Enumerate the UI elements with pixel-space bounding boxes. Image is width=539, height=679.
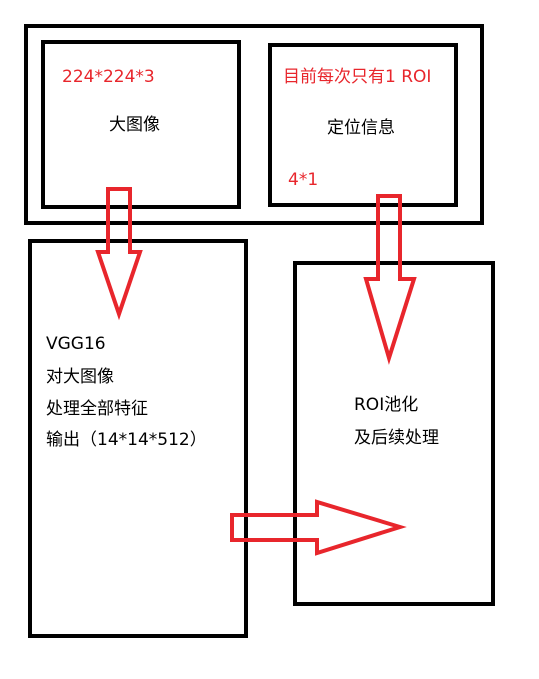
roi-pooling-line-1: ROI池化 (354, 395, 419, 415)
image-size-label: 224*224*3 (62, 67, 155, 87)
vgg16-box (28, 239, 248, 638)
roi-title: 定位信息 (327, 118, 395, 138)
image-to-vgg-arrow (95, 187, 143, 321)
image-input-box (41, 40, 241, 209)
vgg16-line-2: 对大图像 (46, 367, 114, 387)
roi-info-box (268, 43, 458, 207)
vgg16-line-3: 处理全部特征 (46, 399, 148, 419)
input-group-box (24, 24, 484, 225)
vgg16-line-4: 输出（14*14*512） (46, 430, 207, 450)
roi-pooling-box (293, 261, 495, 606)
roi-count-note: 目前每次只有1 ROI (283, 67, 432, 87)
vgg16-line-1: VGG16 (46, 334, 106, 354)
roi-to-pooling-arrow (363, 194, 417, 365)
roi-size-label: 4*1 (288, 170, 319, 190)
image-title: 大图像 (109, 115, 160, 135)
vgg-to-pooling-arrow (230, 499, 407, 556)
roi-pooling-line-2: 及后续处理 (354, 428, 439, 448)
